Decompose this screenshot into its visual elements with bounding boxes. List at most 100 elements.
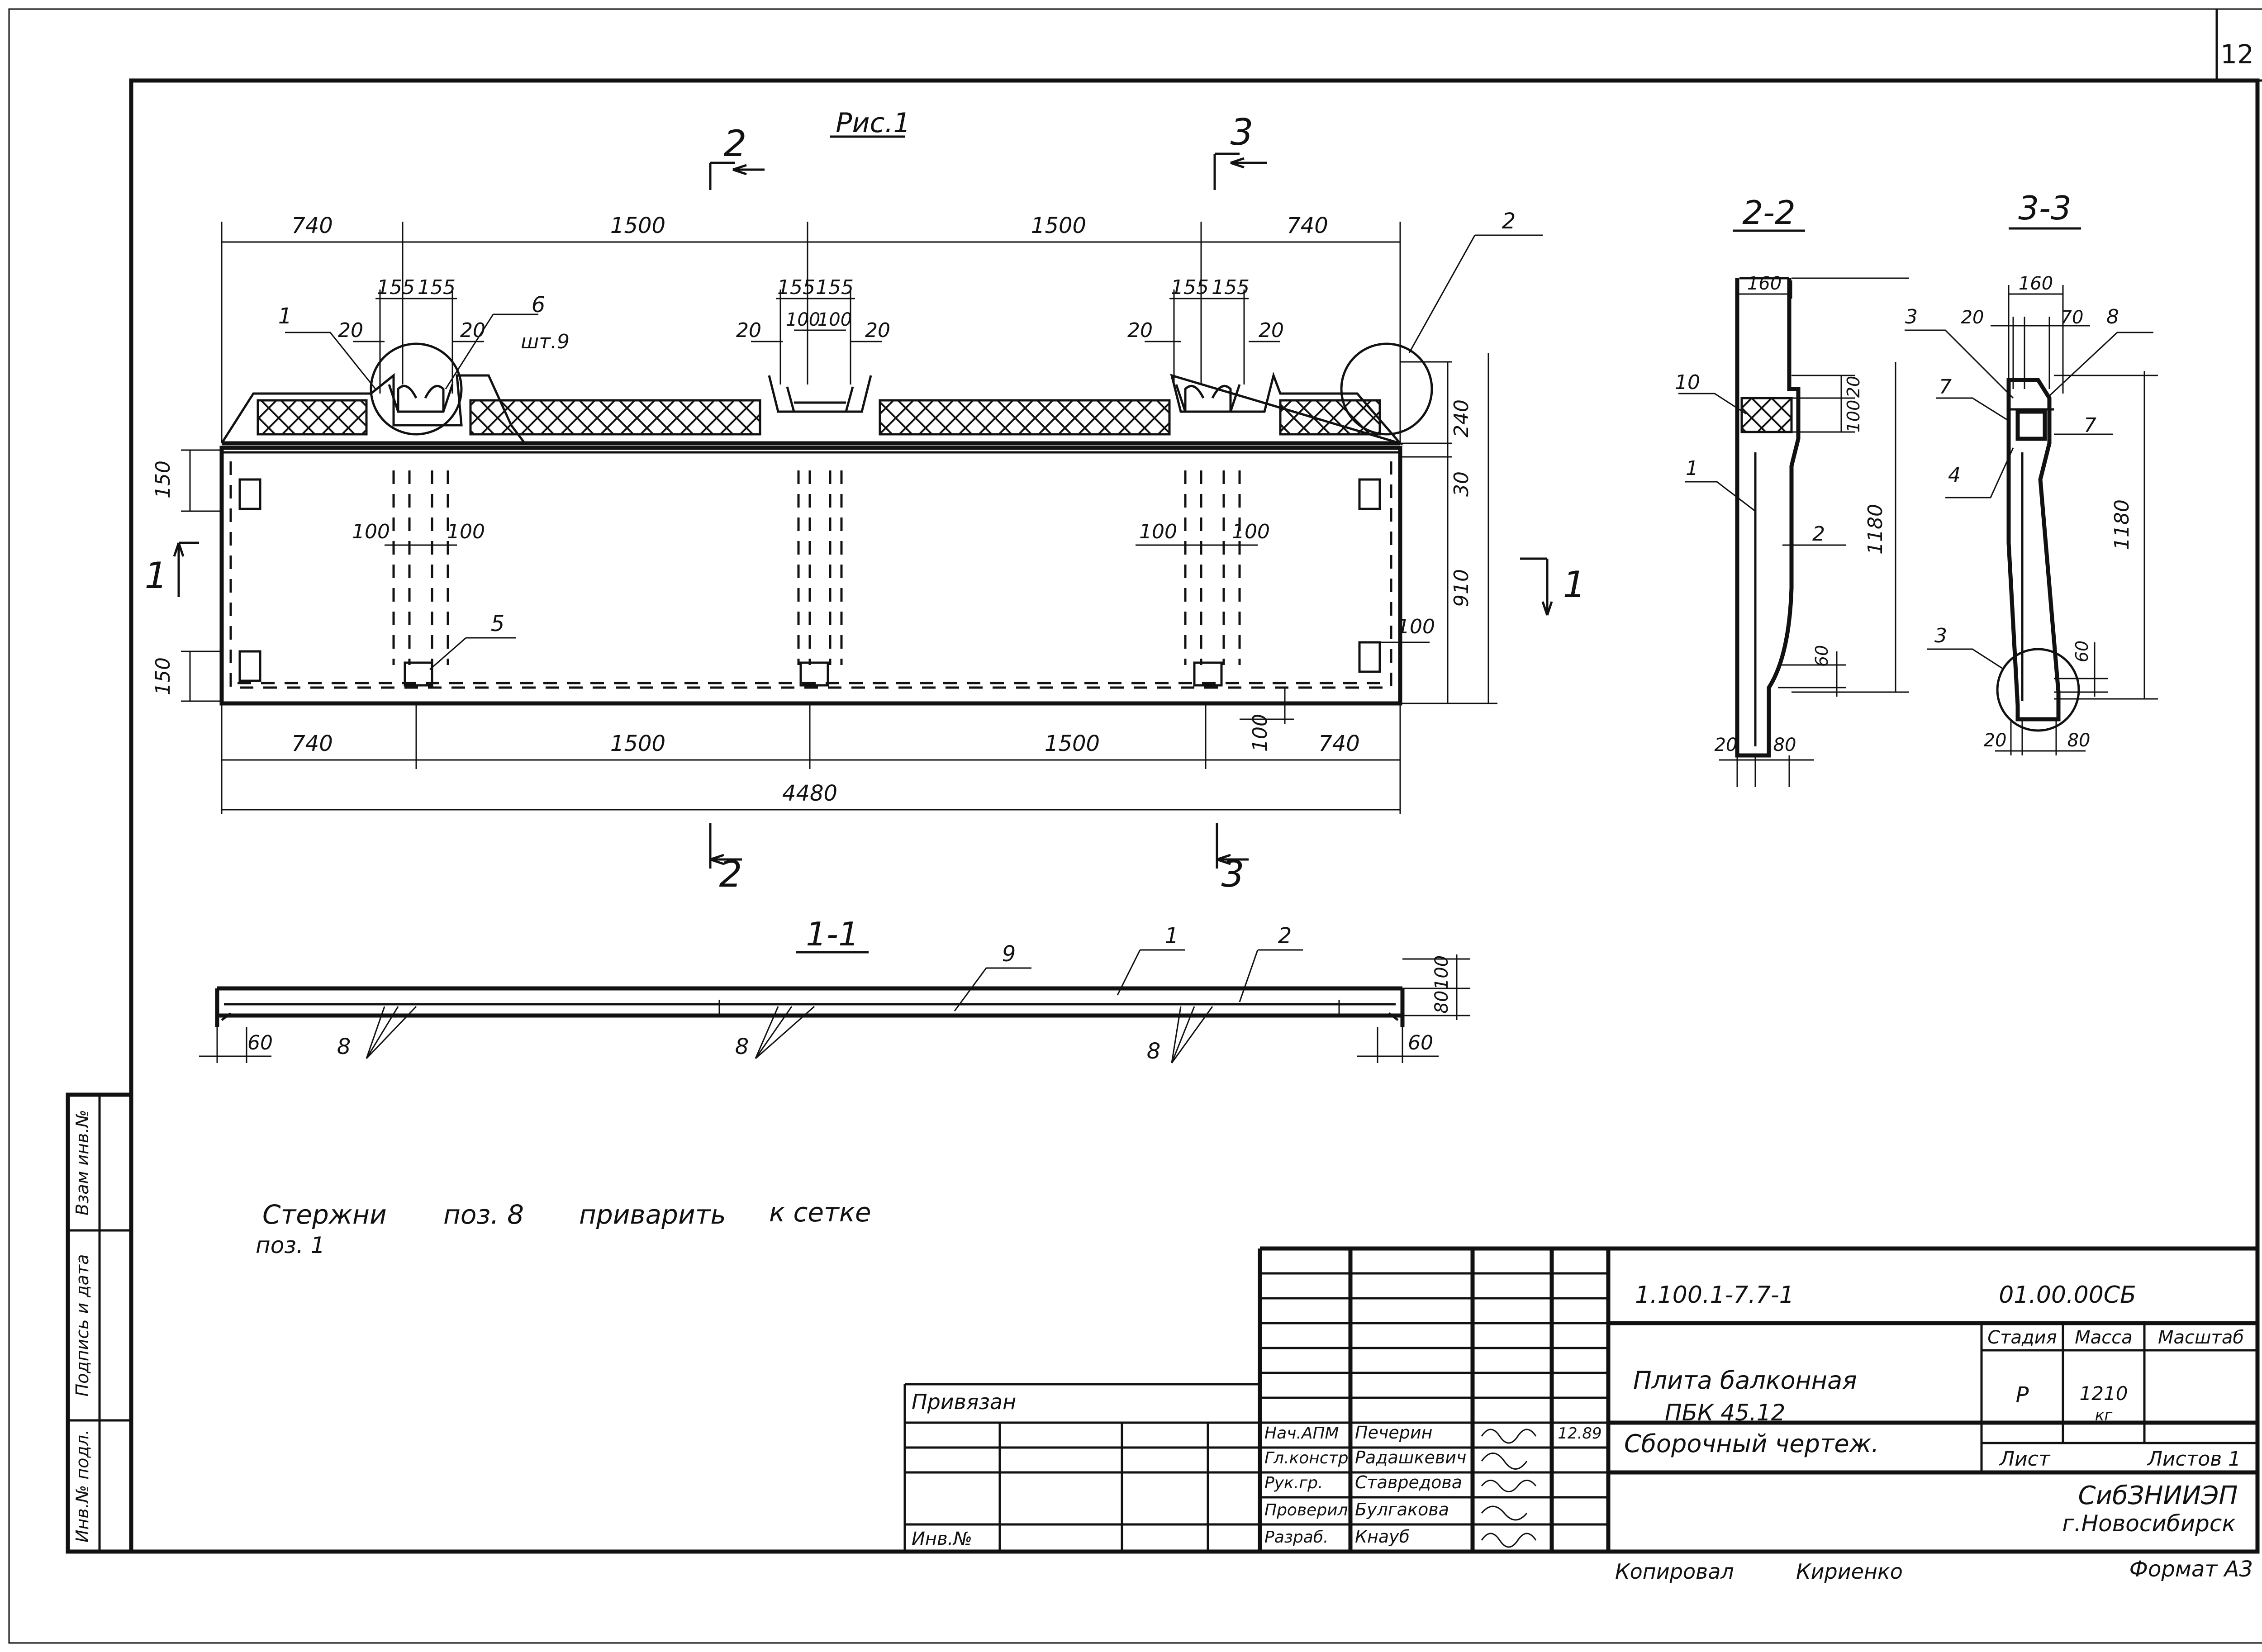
dim-gap-6: 20 xyxy=(1259,319,1284,342)
socket-a xyxy=(388,384,454,413)
section-mark-3-top: 3 xyxy=(1231,111,1254,153)
section-22-callout-10: 10 xyxy=(1675,371,1700,394)
callout-6-qty: шт.9 xyxy=(521,330,570,353)
note-word-2: поз. 8 xyxy=(443,1199,524,1230)
dim-bottom-1: 740 xyxy=(291,731,333,756)
section-mark-2-top: 2 xyxy=(724,123,747,165)
title-line-2: ПБК 45.12 xyxy=(1665,1400,1785,1426)
section-2-2: 2-2 160 20 100 1180 60 20 80 10 1 2 xyxy=(1675,194,1909,787)
detail-circle-edge xyxy=(1340,342,1433,436)
dim-socket-b-2: 155 xyxy=(816,276,854,299)
doc-code: 1.100.1-7.7-1 xyxy=(1635,1282,1794,1309)
note: Стержни поз. 8 приварить к сетке поз. 1 xyxy=(256,1197,871,1258)
role-1: Нач.АПМ xyxy=(1264,1424,1339,1443)
side-inv-podl: Инв.№ подл. xyxy=(72,1429,92,1543)
note-word-3: приварить xyxy=(579,1199,726,1230)
dim-stiff-4: 100 xyxy=(1232,520,1270,543)
section-33-callout-7-left: 7 xyxy=(1939,375,1952,399)
dim-stiff-2: 100 xyxy=(447,520,485,543)
callout-1: 1 xyxy=(278,304,292,329)
name-4: Булгакова xyxy=(1355,1500,1449,1519)
section-22-dim-bottom: 60 xyxy=(1812,645,1832,667)
name-2: Радашкевич xyxy=(1355,1448,1466,1467)
section-11-dim-right: 60 xyxy=(1408,1031,1433,1054)
section-11-callout-8a: 8 xyxy=(337,1034,351,1059)
section-33-dim-bottom: 60 xyxy=(2072,641,2092,662)
section-3-3: 3-3 160 20 70 1180 60 20 80 3 8 7 7 4 3 xyxy=(1905,189,2158,755)
outer-frame xyxy=(8,8,2262,1644)
slab-outline xyxy=(219,446,1402,706)
role-4: Проверил xyxy=(1264,1501,1348,1519)
section-11-dim-80: 80 xyxy=(1431,991,1452,1014)
dim-socket-c-1: 155 xyxy=(1171,276,1209,299)
sheet-number: 12 xyxy=(2220,39,2254,70)
title-block: Привязан Инв.№ Стадия Масса Масштаб Р 12… xyxy=(903,1246,2257,1584)
section-11-dim-100: 100 xyxy=(1431,955,1452,990)
org-line-2: г.Новосибирск xyxy=(2062,1510,2235,1537)
dim-bottom-3: 1500 xyxy=(1045,731,1100,756)
dim-socket-a-1: 155 xyxy=(377,276,415,299)
dim-gap-4: 20 xyxy=(865,319,890,342)
section-22-callout-1: 1 xyxy=(1686,457,1698,480)
detail-circle-socket xyxy=(370,342,463,436)
mass-unit: кг xyxy=(2095,1406,2113,1424)
plan-view: Рис.1 2 3 xyxy=(145,107,1586,895)
dim-bottom-100: 100 xyxy=(1249,714,1272,752)
sheet-number-box xyxy=(2215,9,2262,86)
section-22-dim-top: 20 xyxy=(1844,376,1863,398)
section-33-dim-left: 20 xyxy=(1961,307,1984,328)
dim-right-30: 30 xyxy=(1450,471,1473,497)
dim-overall: 4480 xyxy=(782,781,837,806)
signatures xyxy=(1481,1429,1537,1548)
note-word-4: к сетке xyxy=(769,1197,871,1228)
callout-6: 6 xyxy=(532,292,546,318)
dim-gap-5: 20 xyxy=(1127,319,1153,342)
role-5: Разраб. xyxy=(1264,1528,1328,1547)
doc-code-2: 01.00.00СБ xyxy=(1999,1282,2136,1309)
section-22-dim-right: 80 xyxy=(1773,735,1796,755)
dim-inner-b-2: 100 xyxy=(817,309,852,330)
date: 12.89 xyxy=(1558,1424,1601,1443)
section-33-callout-4: 4 xyxy=(1948,464,1961,487)
format-label: Формат А3 xyxy=(2129,1557,2253,1582)
title-line-1: Плита балконная xyxy=(1633,1366,1857,1395)
section-22-title: 2-2 xyxy=(1742,194,1796,232)
dim-top-3: 1500 xyxy=(1031,213,1086,238)
mass-value: 1210 xyxy=(2080,1382,2128,1405)
section-22-dim-left: 20 xyxy=(1715,735,1738,755)
copied-name: Кириенко xyxy=(1796,1559,1903,1584)
name-1: Печерин xyxy=(1355,1423,1432,1443)
name-5: Кнауб xyxy=(1355,1527,1410,1547)
section-mark-1-right: 1 xyxy=(1563,564,1586,606)
dim-left-150-bottom: 150 xyxy=(152,657,175,695)
section-1-1: 1-1 100 80 60 60 9 1 2 8 8 8 xyxy=(199,915,1470,1064)
section-33-dim-height: 1180 xyxy=(2110,499,2134,550)
figure-title: Рис.1 xyxy=(836,107,910,139)
side-podpis: Подпись и дата xyxy=(72,1254,92,1397)
dim-top-1: 740 xyxy=(291,213,333,238)
privyazan-label: Привязан xyxy=(912,1390,1016,1414)
callout-2: 2 xyxy=(1502,209,1516,234)
socket-c xyxy=(1175,384,1241,413)
scale-header: Масштаб xyxy=(2158,1327,2244,1348)
dim-socket-a-2: 155 xyxy=(418,276,456,299)
dim-top-2: 1500 xyxy=(610,213,665,238)
section-22-dim-height: 1180 xyxy=(1864,504,1887,555)
section-11-callout-8c: 8 xyxy=(1147,1039,1161,1064)
section-33-detail-circle xyxy=(1996,648,2080,732)
section-mark-1-left: 1 xyxy=(145,555,168,597)
mass-header: Масса xyxy=(2075,1327,2133,1348)
section-33-callout-3-bottom: 3 xyxy=(1934,624,1947,647)
inv-no-label: Инв.№ xyxy=(912,1529,972,1549)
dim-right-100: 100 xyxy=(1397,615,1435,638)
dim-stiff-1: 100 xyxy=(352,520,390,543)
section-11-dim-left: 60 xyxy=(247,1031,273,1054)
dim-socket-c-2: 155 xyxy=(1212,276,1250,299)
sheets-label: Листов 1 xyxy=(2147,1448,2241,1471)
dim-gap-2: 20 xyxy=(460,319,485,342)
dim-right-240: 240 xyxy=(1450,399,1473,437)
org-line-1: СибЗНИИЭП xyxy=(2078,1481,2238,1510)
side-vzam: Взам инв.№ xyxy=(72,1110,92,1215)
name-3: Ставредова xyxy=(1355,1472,1462,1492)
